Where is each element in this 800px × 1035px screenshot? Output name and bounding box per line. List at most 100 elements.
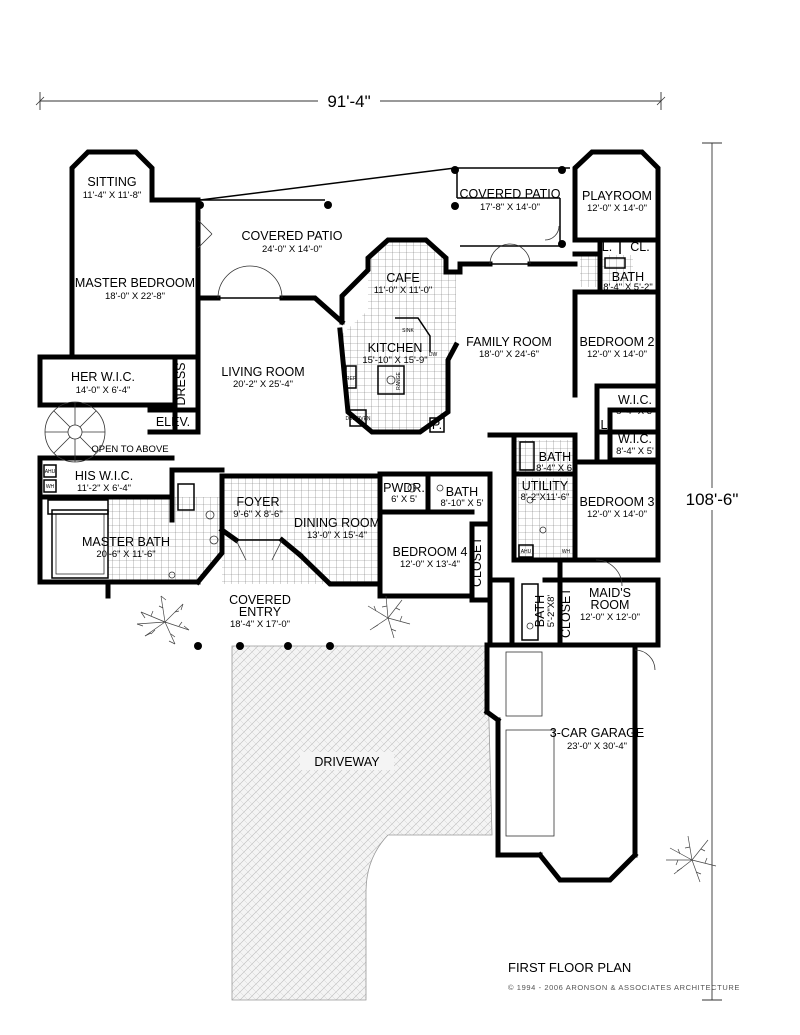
patio-posts (194, 166, 566, 650)
sink-label: SINK (402, 328, 414, 334)
room-her-wic: HER W.I.C. 14'-0" X 6'-4" (71, 370, 135, 396)
room-name: LIVING ROOM (221, 365, 304, 379)
room-name: PLAYROOM (582, 189, 652, 203)
driveway-paving (231, 645, 493, 1001)
refrigerator-label: REF (346, 376, 356, 382)
room-maids-room: MAID'S ROOM 12'-0" X 12'-0" (580, 586, 640, 623)
room-name: BEDROOM 4 (392, 545, 467, 559)
room-dims: 12'-0" X 14'-0" (587, 509, 647, 520)
room-bedroom-2: BEDROOM 2 12'-0" X 14'-0" (579, 335, 654, 360)
overall-depth-label: 108'-6" (686, 490, 739, 509)
room-name: FAMILY ROOM (466, 335, 552, 349)
room-covered-patio-left: COVERED PATIO 24'-0" X 14'-0" (242, 229, 343, 255)
room-master-bedroom: MASTER BEDROOM 18'-0" X 22'-8" (75, 276, 195, 302)
overall-depth-dimension (675, 142, 750, 1001)
room-wic-upper: W.I.C. 8'-4" X 5' (616, 393, 654, 417)
room-name: BATH (539, 450, 571, 464)
room-master-bath: MASTER BATH 20'-6" X 11'-6" (82, 535, 170, 560)
room-kitchen: KITCHEN 15'-10" X 15'-9" (362, 341, 427, 366)
room-driveway: DRIVEWAY (300, 752, 394, 770)
room-name: W.I.C. (618, 393, 652, 407)
room-bath-upper: BATH 8'-4" X 5'-2" (603, 270, 652, 293)
room-dims: 18'-0" X 24'-6" (479, 349, 539, 360)
room-dims: 8'-4" X 5' (616, 406, 654, 417)
room-bath-hall: BATH 8'-10" X 5' (441, 485, 484, 509)
bath-fixtures (43, 257, 626, 641)
room-name: UTILITY (522, 479, 569, 493)
room-name: BATH (612, 270, 644, 284)
room-living-room: LIVING ROOM 20'-2" X 25'-4" (221, 365, 304, 390)
room-dims: 17'-8" X 14'-0" (480, 202, 540, 213)
wh-label: WH (46, 484, 55, 490)
room-dims: 11'-4" X 11'-8" (83, 190, 142, 201)
room-bath-mid: BATH 8'-4" X 6' (536, 450, 574, 474)
room-foyer: FOYER 9'-6" X 8'-6" (233, 495, 282, 520)
room-dims: 11'-2" X 6'-4" (77, 483, 131, 494)
doors (197, 219, 656, 671)
closet-maid-label: CLOSET (559, 588, 573, 638)
room-bedroom-4: BEDROOM 4 12'-0" X 13'-4" (392, 545, 467, 570)
room-name: 3-CAR GARAGE (550, 726, 644, 740)
linen-closet-upper: L. CL. (602, 240, 650, 254)
room-name-line2: ENTRY (239, 605, 282, 619)
room-name: MASTER BATH (82, 535, 170, 549)
room-dims: 23'-0" X 30'-4" (567, 741, 627, 752)
room-name: HIS W.I.C. (75, 469, 133, 483)
room-name: W.I.C. (618, 432, 652, 446)
oven-label: DBL OVEN (345, 416, 370, 422)
plan-title: FIRST FLOOR PLAN (508, 960, 631, 975)
pantry-label: P. (432, 418, 442, 432)
wh-label-utility: WH (562, 549, 571, 555)
room-name: BEDROOM 3 (579, 495, 654, 509)
room-name: SITTING (87, 175, 136, 189)
room-name: BATH (446, 485, 478, 499)
room-dims: 18'-0" X 22'-8" (105, 291, 165, 302)
room-name: PWDR. (383, 481, 425, 495)
room-dims: 18'-4" X 17'-0" (230, 619, 290, 630)
room-dims: 12'-0" X 13'-4" (400, 559, 460, 570)
room-dims: 12'-0" X 12'-0" (580, 612, 640, 623)
dress-label: DRESS (174, 362, 188, 405)
room-playroom: PLAYROOM 12'-0" X 14'-0" (582, 189, 652, 214)
room-dims: 8'-10" X 5' (441, 498, 484, 509)
room-dims: 9'-6" X 8'-6" (233, 509, 282, 520)
room-name: DINING ROOM (294, 516, 380, 530)
closet-bedroom-4-label: CLOSET (470, 537, 484, 587)
room-dims: 20'-2" X 25'-4" (233, 379, 293, 390)
room-dims: 12'-0" X 14'-0" (587, 203, 647, 214)
room-dims: 8'-4" X 5' (616, 446, 654, 457)
room-name: MASTER BEDROOM (75, 276, 195, 290)
room-dims: 8'-2"X11'-6" (521, 492, 570, 503)
elevator-label: ELEV. (156, 415, 190, 429)
room-name: COVERED PATIO (460, 187, 561, 201)
ahu-label: AHU (45, 469, 56, 475)
room-name: HER W.I.C. (71, 370, 135, 384)
room-dims: 8'-4" X 6' (536, 463, 574, 474)
walls (37, 149, 661, 883)
room-name: MAID'S (589, 586, 631, 600)
room-name: DRIVEWAY (314, 755, 380, 769)
tile-floors (108, 240, 633, 584)
room-sitting: SITTING 11'-4" X 11'-8" (83, 175, 142, 201)
open-to-above-label: OPEN TO ABOVE (91, 444, 168, 455)
closet-label: CL. (630, 240, 649, 254)
room-dims: 5'-2"X8' (546, 595, 557, 628)
room-name: FOYER (236, 495, 279, 509)
ahu-label-utility: AHU (521, 549, 532, 555)
room-name: KITCHEN (368, 341, 423, 355)
room-name: COVERED (229, 593, 291, 607)
copyright-notice: © 1994 - 2006 ARONSON & ASSOCIATES ARCHI… (508, 983, 740, 992)
room-name: CAFE (386, 271, 419, 285)
room-name: BEDROOM 2 (579, 335, 654, 349)
room-dims: 20'-6" X 11'-6" (96, 549, 155, 560)
dishwasher-label: DW (429, 352, 438, 358)
landscape-plants (136, 595, 717, 883)
room-his-wic: HIS W.I.C. 11'-2" X 6'-4" (75, 469, 133, 494)
mechanical-labels: AHU WH AHU WH (45, 469, 571, 555)
room-name-line2: ROOM (591, 598, 630, 612)
room-name: COVERED PATIO (242, 229, 343, 243)
room-family-room: FAMILY ROOM 18'-0" X 24'-6" (466, 335, 552, 360)
room-dims: 12'-0" X 14'-0" (587, 349, 647, 360)
room-dims: 11'-0" X 11'-0" (374, 285, 433, 296)
